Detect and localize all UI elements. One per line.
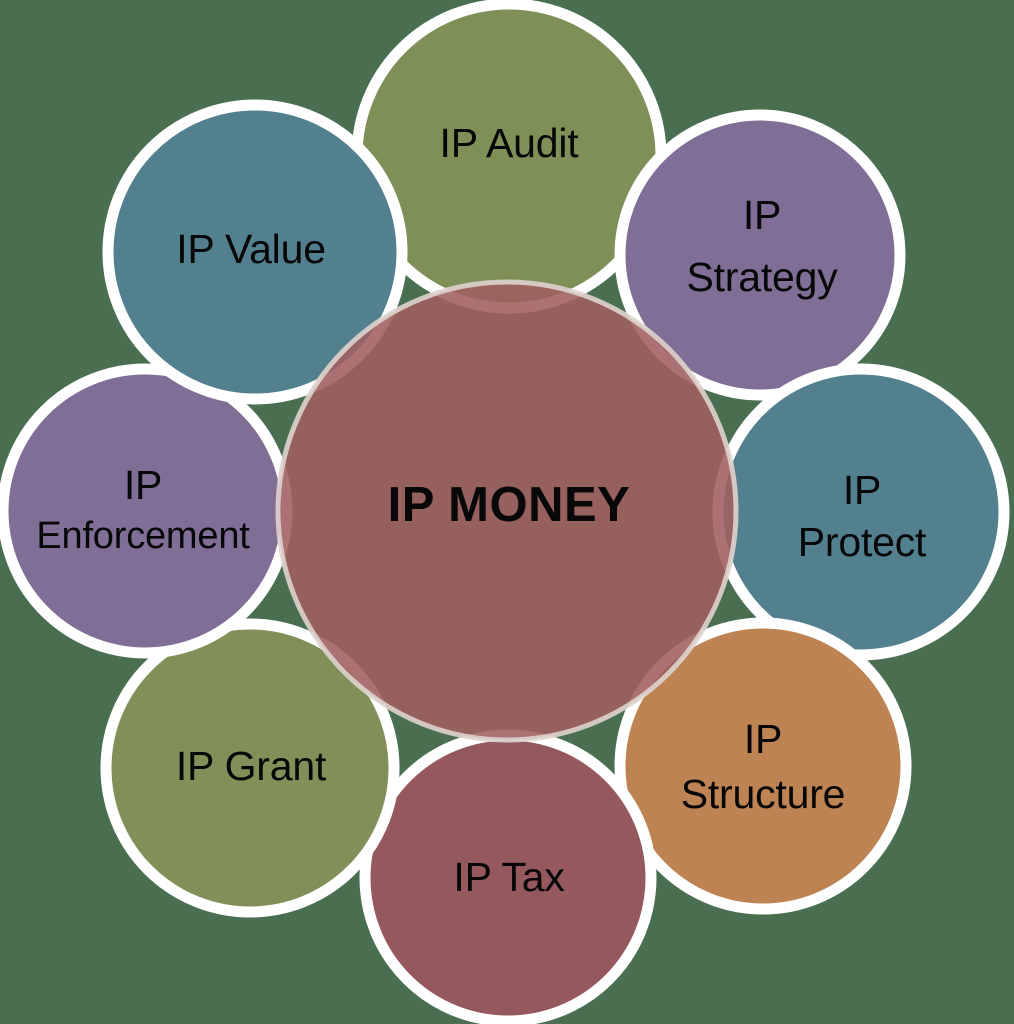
- petal-ip-grant[interactable]: [100, 618, 400, 918]
- hub-group[interactable]: [275, 279, 739, 743]
- petal-ip-strategy[interactable]: [614, 109, 906, 401]
- petal-ip-enforcement-label-line1: IP: [124, 462, 162, 508]
- petal-ip-value-label: IP Value: [176, 226, 326, 272]
- petal-ip-protect-label-line2: Protect: [798, 519, 927, 565]
- label-layer: IP Audit IP Strategy IP Protect IP Struc…: [36, 120, 927, 900]
- petal-ip-structure-label-line2: Structure: [681, 771, 846, 817]
- petal-ip-enforcement-label-line2: Enforcement: [36, 515, 250, 557]
- petal-ip-structure-circle[interactable]: [614, 617, 912, 915]
- petal-ip-enforcement-circle[interactable]: [0, 363, 293, 659]
- petal-ip-value-circle[interactable]: [102, 99, 408, 405]
- petal-ip-strategy-label-line1: IP: [743, 192, 781, 238]
- petal-ip-value[interactable]: [102, 99, 408, 405]
- petal-ip-enforcement[interactable]: [0, 363, 293, 659]
- petal-ip-strategy-circle[interactable]: [614, 109, 906, 401]
- petal-ip-protect-label-line1: IP: [843, 467, 881, 513]
- petal-ip-grant-circle[interactable]: [100, 618, 400, 918]
- petal-ip-strategy-label-line2: Strategy: [686, 254, 838, 300]
- petal-ip-audit-label: IP Audit: [440, 120, 580, 166]
- hub-circle[interactable]: [275, 279, 739, 743]
- petal-ip-structure[interactable]: [614, 617, 912, 915]
- petal-ip-grant-label: IP Grant: [176, 743, 327, 789]
- hub-label: IP MONEY: [388, 478, 631, 532]
- petal-ip-structure-label-line1: IP: [744, 716, 782, 762]
- petal-ip-tax-label: IP Tax: [453, 854, 565, 900]
